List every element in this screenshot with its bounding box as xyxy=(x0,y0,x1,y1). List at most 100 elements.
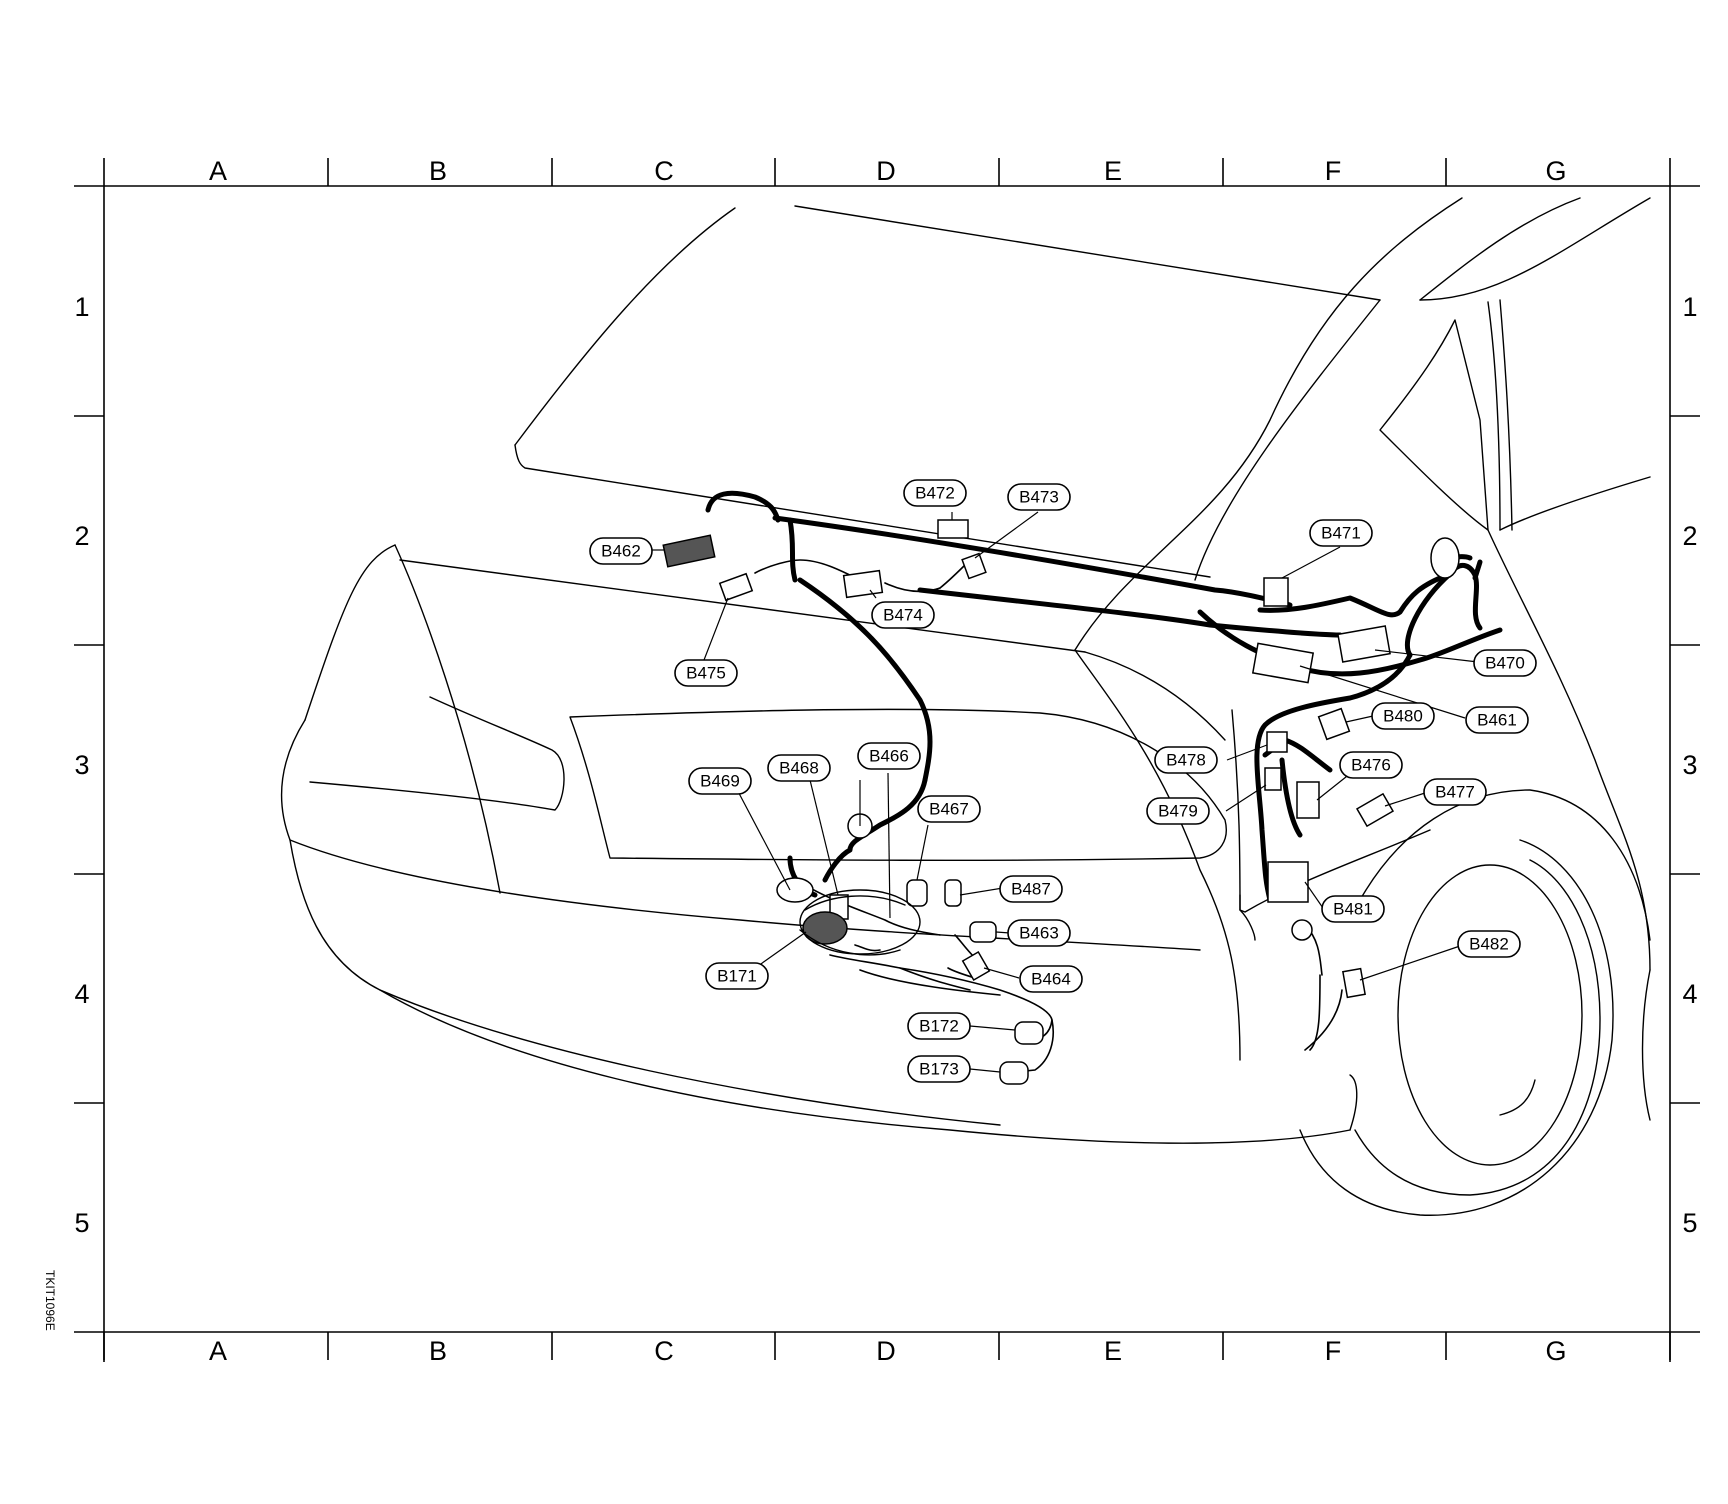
callout-b477: B477 xyxy=(1423,778,1487,806)
row-label-right-4: 4 xyxy=(1682,979,1697,1009)
row-label-left-4: 4 xyxy=(74,979,89,1009)
callout-b478: B478 xyxy=(1154,746,1218,774)
connector-b487 xyxy=(944,879,962,907)
svg-text:B470: B470 xyxy=(1485,654,1525,673)
callout-b171: B171 xyxy=(705,962,769,990)
column-label-top-b: B xyxy=(429,156,447,186)
row-label-right-2: 2 xyxy=(1682,521,1697,551)
svg-text:B172: B172 xyxy=(919,1017,959,1036)
connector-b475 xyxy=(718,572,754,602)
connector-b467 xyxy=(906,879,928,907)
svg-text:B464: B464 xyxy=(1031,970,1071,989)
thin-wires xyxy=(754,559,1343,1073)
callout-b480: B480 xyxy=(1371,702,1435,730)
svg-text:B478: B478 xyxy=(1166,751,1206,770)
column-label-bottom-f: F xyxy=(1325,1336,1342,1366)
row-label-right-5: 5 xyxy=(1682,1208,1697,1238)
svg-text:B462: B462 xyxy=(601,542,641,561)
figure-code: TKIT1096E xyxy=(43,1270,57,1331)
callout-b481: B481 xyxy=(1321,895,1385,923)
connector-b461 xyxy=(1251,642,1315,684)
grid-frame xyxy=(74,158,1700,1362)
callout-b472: B472 xyxy=(903,479,967,507)
svg-text:B475: B475 xyxy=(686,664,726,683)
callout-b461: B461 xyxy=(1465,706,1529,734)
column-label-top-c: C xyxy=(654,156,674,186)
svg-text:B466: B466 xyxy=(869,747,909,766)
grommet-top xyxy=(1430,537,1460,579)
connector-b470 xyxy=(1337,625,1391,663)
svg-text:B476: B476 xyxy=(1351,756,1391,775)
connector-b478 xyxy=(1266,731,1288,753)
svg-text:B463: B463 xyxy=(1019,924,1059,943)
column-label-bottom-c: C xyxy=(654,1336,674,1366)
svg-text:B473: B473 xyxy=(1019,488,1059,507)
connector-b474 xyxy=(842,569,884,599)
svg-text:B471: B471 xyxy=(1321,524,1361,543)
callout-b469: B469 xyxy=(688,767,752,795)
row-label-right-1: 1 xyxy=(1682,292,1697,322)
callout-b475: B475 xyxy=(674,659,738,687)
svg-text:B468: B468 xyxy=(779,759,819,778)
svg-text:B171: B171 xyxy=(717,967,757,986)
callout-b464: B464 xyxy=(1019,965,1083,993)
connector-b479 xyxy=(1264,767,1282,791)
connector-b473 xyxy=(961,552,987,580)
callout-b462: B462 xyxy=(589,537,653,565)
callout-b467: B467 xyxy=(917,795,981,823)
svg-text:B467: B467 xyxy=(929,800,969,819)
callout-b482: B482 xyxy=(1457,930,1521,958)
connector-b481 xyxy=(1267,861,1309,903)
svg-text:B480: B480 xyxy=(1383,707,1423,726)
connector-b173 xyxy=(999,1061,1029,1085)
svg-text:B487: B487 xyxy=(1011,880,1051,899)
column-label-top-d: D xyxy=(876,156,896,186)
connector-b464 xyxy=(961,950,991,982)
connectors xyxy=(662,519,1460,1085)
callout-b476: B476 xyxy=(1339,751,1403,779)
row-label-left-3: 3 xyxy=(74,750,89,780)
svg-text:B479: B479 xyxy=(1158,802,1198,821)
callout-b479: B479 xyxy=(1146,797,1210,825)
svg-text:B482: B482 xyxy=(1469,935,1509,954)
connector-b472 xyxy=(937,519,969,539)
callout-b172: B172 xyxy=(907,1012,971,1040)
svg-text:B474: B474 xyxy=(883,606,923,625)
svg-text:B481: B481 xyxy=(1333,900,1373,919)
connector-b462 xyxy=(662,534,716,568)
connector-b477 xyxy=(1355,792,1395,828)
row-label-left-2: 2 xyxy=(74,521,89,551)
connector-b471 xyxy=(1263,577,1289,607)
callout-b473: B473 xyxy=(1007,483,1071,511)
column-label-top-f: F xyxy=(1325,156,1342,186)
svg-text:B461: B461 xyxy=(1477,711,1517,730)
svg-text:B477: B477 xyxy=(1435,783,1475,802)
column-label-bottom-e: E xyxy=(1104,1336,1122,1366)
column-label-top-e: E xyxy=(1104,156,1122,186)
column-label-top-g: G xyxy=(1545,156,1566,186)
grommet xyxy=(1291,919,1313,941)
leader-lines xyxy=(652,511,1479,1073)
callout-b470: B470 xyxy=(1473,649,1537,677)
connector-b463 xyxy=(969,921,997,943)
callout-b487: B487 xyxy=(999,875,1063,903)
column-label-top-a: A xyxy=(209,156,227,186)
column-label-bottom-a: A xyxy=(209,1336,227,1366)
connector-b482 xyxy=(1342,967,1366,999)
row-label-left-1: 1 xyxy=(74,292,89,322)
svg-text:B472: B472 xyxy=(915,484,955,503)
row-label-right-3: 3 xyxy=(1682,750,1697,780)
callout-b468: B468 xyxy=(767,754,831,782)
callout-b466: B466 xyxy=(857,742,921,770)
row-label-left-5: 5 xyxy=(74,1208,89,1238)
car-body-outline xyxy=(280,197,1651,1216)
callout-b173: B173 xyxy=(907,1055,971,1083)
connector-b476 xyxy=(1296,781,1320,819)
callout-b474: B474 xyxy=(871,601,935,629)
callout-b463: B463 xyxy=(1007,919,1071,947)
callout-b471: B471 xyxy=(1309,519,1373,547)
wiring-harness xyxy=(705,490,1503,903)
svg-text:B469: B469 xyxy=(700,772,740,791)
column-label-bottom-g: G xyxy=(1545,1336,1566,1366)
